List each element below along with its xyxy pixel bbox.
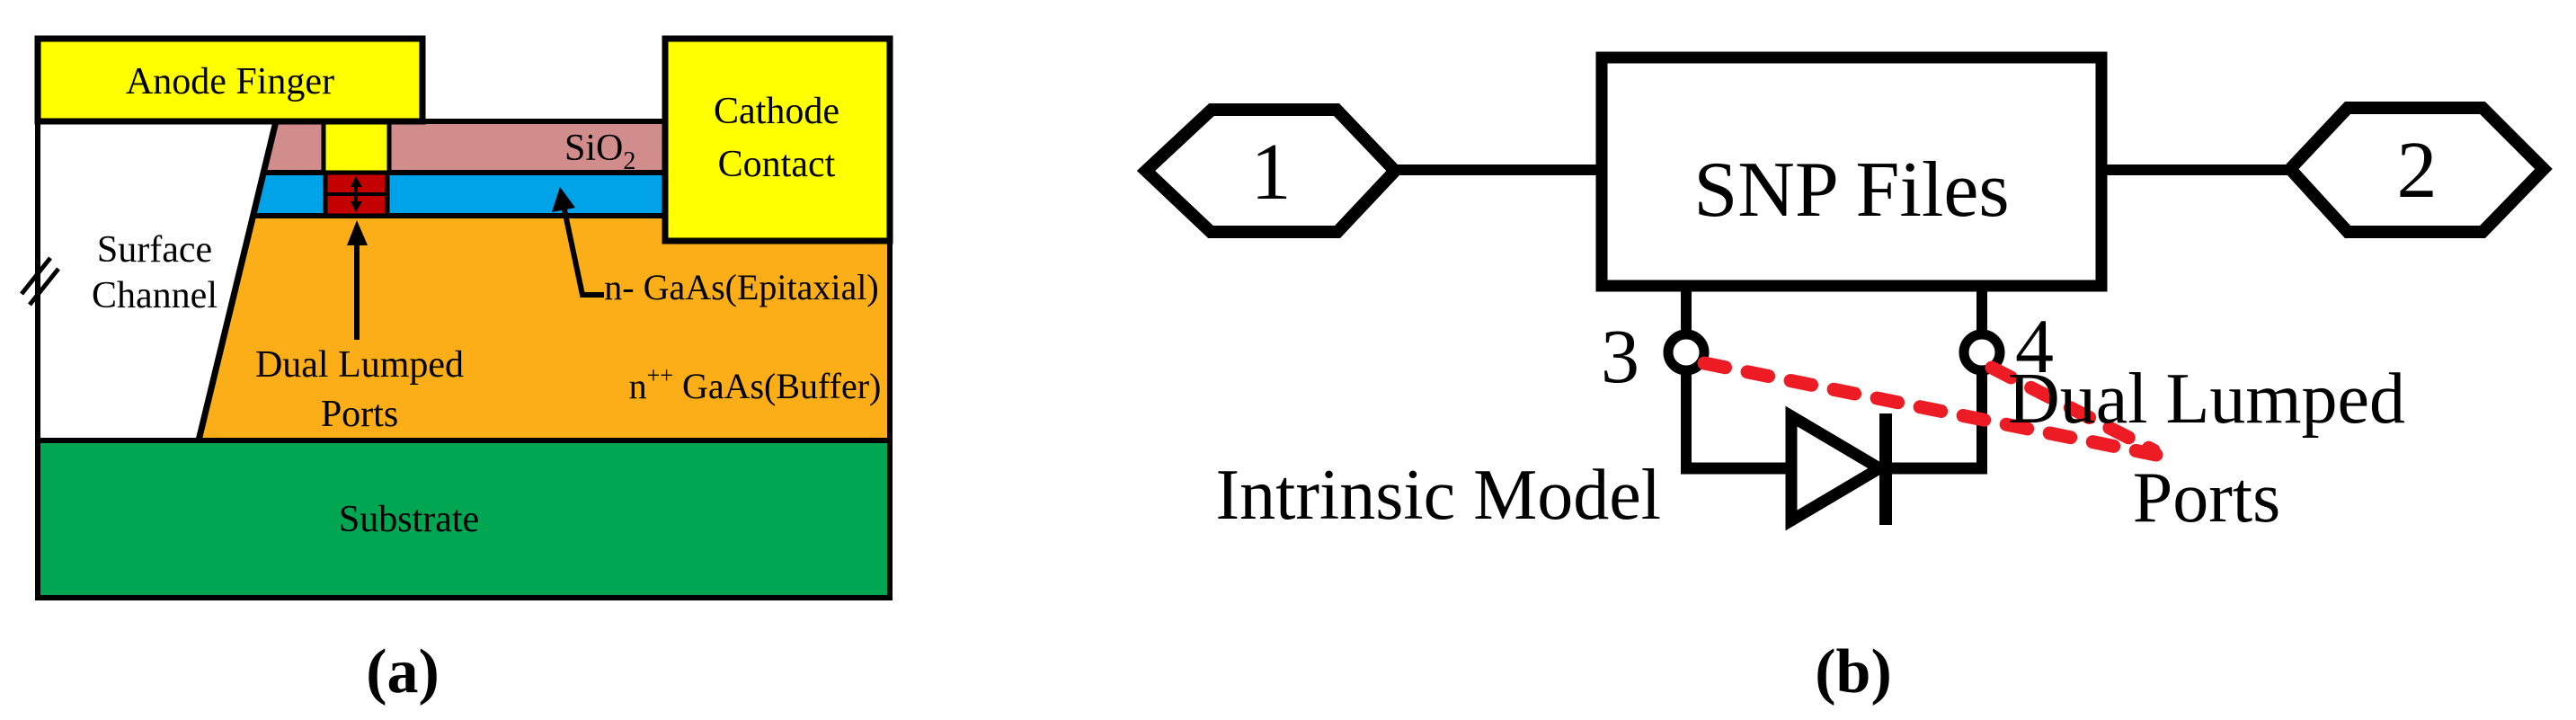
surface-channel-label-line2: Channel: [92, 275, 218, 316]
surface-channel-label-line1: Surface: [97, 229, 212, 271]
epitaxial-label-arrow: [552, 187, 604, 298]
epitaxial-layer: [250, 170, 668, 218]
port1-number: 1: [1251, 128, 1292, 217]
panel-b-caption: (b): [1815, 637, 1892, 707]
dual-lumped-ports-label-line2: Ports: [321, 394, 398, 435]
buffer-layer: [195, 213, 893, 443]
cathode-label-line1: Cathode: [714, 91, 839, 132]
leader-dashed-from-node3: [1697, 356, 2163, 462]
dual-lumped-annotation-line1: Dual Lumped: [2008, 360, 2405, 439]
break-mark-icon: [20, 256, 60, 307]
substrate-label: Substrate: [339, 499, 479, 540]
anode-finger-label: Anode Finger: [126, 61, 334, 102]
intrinsic-model-label: Intrinsic Model: [1216, 456, 1661, 535]
node3-number: 3: [1601, 313, 1639, 399]
cathode-contact-metal: [662, 35, 893, 244]
substrate-region: [35, 438, 893, 600]
dual-lumped-annotation-line2: Ports: [2133, 458, 2281, 538]
port2-number: 2: [2397, 126, 2438, 215]
snp-files-label: SNP Files: [1693, 147, 2009, 234]
port2-hexagon: [2281, 102, 2553, 238]
ports-label-arrow: [347, 220, 368, 340]
diode-triangle: [1785, 405, 1891, 531]
panel-a-caption: (a): [366, 637, 440, 707]
dual-lumped-ports-label-line1: Dual Lumped: [255, 344, 464, 386]
panel-b-circuit-schematic: 1 SNP Files 2 3 4 Intrinsic Model Dual L…: [1136, 51, 2553, 707]
panel-a-device-cross-section: Anode Finger Cathode Contact SiO2 Surfac…: [20, 35, 893, 707]
port-arrow-down-head: [351, 201, 362, 212]
epitaxial-label: n- GaAs(Epitaxial): [604, 267, 878, 307]
anode-notch: [321, 119, 392, 175]
snp-files-box: [1595, 51, 2108, 292]
node3-terminal: [1663, 329, 1710, 376]
cathode-label-line2: Contact: [718, 144, 836, 185]
anode-finger-metal: [34, 35, 426, 125]
mesa-sidewall-line: [195, 120, 280, 441]
leader-dashed-from-node4: [1985, 360, 2161, 458]
port-arrow-up-head: [351, 176, 362, 187]
buffer-label: n++ GaAs(Buffer): [629, 362, 882, 406]
node4-number: 4: [2015, 303, 2054, 389]
sio2-label: SiO2: [564, 128, 635, 175]
